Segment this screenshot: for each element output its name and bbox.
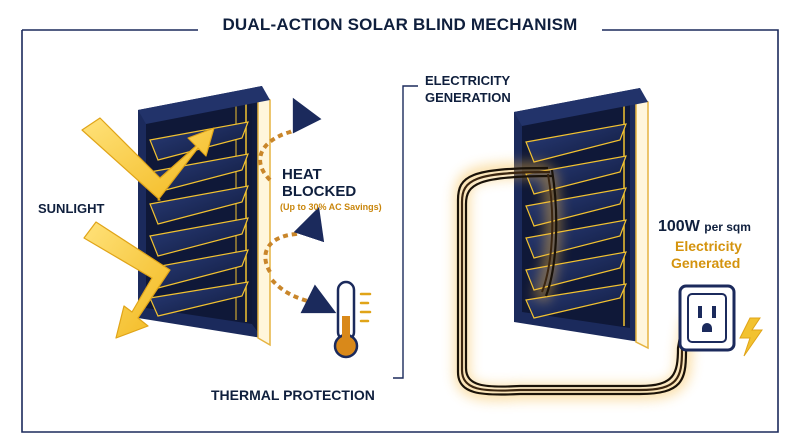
heat-blocked-label-line1: HEAT bbox=[282, 166, 322, 183]
cable-icon bbox=[454, 162, 698, 401]
ac-savings-note: (Up to 30% AC Savings) bbox=[280, 202, 382, 212]
right-window-blind bbox=[514, 88, 649, 350]
outer-frame bbox=[21, 29, 779, 433]
left-window-blind bbox=[138, 86, 271, 347]
electricity-generated-label-line2: Generated bbox=[671, 255, 741, 271]
power-value: 100W bbox=[658, 218, 700, 235]
electricity-generated-label-line1: Electricity bbox=[675, 238, 742, 254]
sunlight-arrow-icon bbox=[81, 117, 215, 339]
thermometer-icon bbox=[333, 280, 372, 359]
heat-arrow-icon bbox=[258, 97, 337, 314]
electricity-generation-label-line2: GENERATION bbox=[425, 90, 511, 105]
power-output-label: 100W per sqm bbox=[658, 218, 751, 236]
thermal-protection-label: THERMAL PROTECTION bbox=[211, 387, 375, 403]
sunlight-label: SUNLIGHT bbox=[38, 201, 105, 216]
electricity-generation-label-line1: ELECTRICITY bbox=[425, 73, 511, 88]
power-unit: per sqm bbox=[704, 220, 751, 234]
lightning-bolt-icon bbox=[739, 317, 763, 357]
power-outlet-icon bbox=[678, 284, 736, 352]
heat-blocked-label-line2: BLOCKED bbox=[282, 183, 357, 200]
diagram-title: DUAL-ACTION SOLAR BLIND MECHANISM bbox=[0, 15, 800, 35]
section-divider-line bbox=[393, 85, 418, 379]
